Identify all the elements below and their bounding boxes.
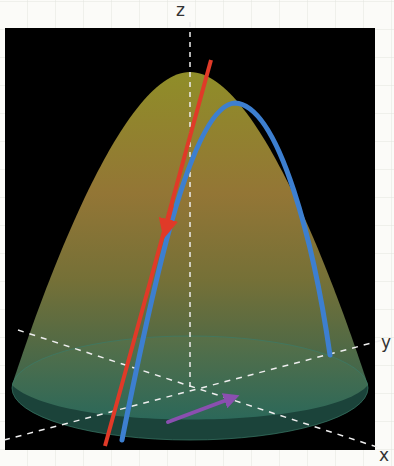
x-axis bbox=[18, 330, 380, 448]
red-arrowhead bbox=[166, 205, 172, 229]
z-axis bbox=[189, 22, 191, 392]
y-axis bbox=[4, 340, 383, 440]
z-axis-label: z bbox=[176, 2, 185, 19]
y-axis-label: y bbox=[381, 334, 391, 351]
purple-vector bbox=[168, 398, 232, 422]
x-axis-label: x bbox=[379, 447, 389, 464]
red-line bbox=[105, 60, 211, 446]
